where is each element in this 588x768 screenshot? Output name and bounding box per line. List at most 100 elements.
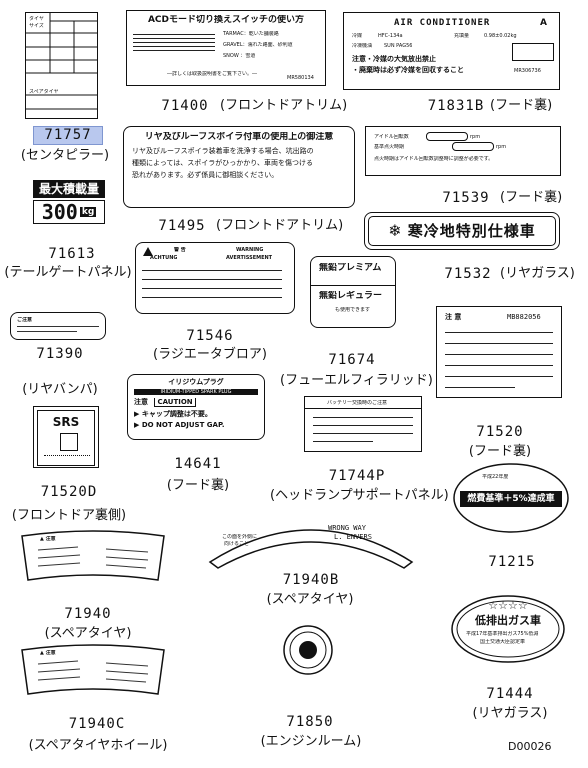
srs-decal: SRS [33, 406, 99, 468]
part-location-71744P: (ヘッドランプサポートパネル) [270, 488, 449, 503]
part-number-71674[interactable]: 71674 [328, 352, 376, 368]
part-location-71546: (ラジエータブロア) [153, 347, 267, 362]
spare-wheel-arc-head: ▲ 注意 [40, 650, 56, 656]
part-location-14641: (フード裏) [166, 478, 230, 493]
max-load-title: 最大積載量 [33, 180, 105, 198]
spark-plug-decal: イリジウムプラグ IRIDIUM-TIPPED SPARK PLUG 注意 CA… [127, 374, 265, 440]
part-number-71520[interactable]: 71520 [476, 424, 524, 440]
part-location-71400: (フロントドアトリム) [220, 98, 348, 113]
part-number-71613[interactable]: 71613 [48, 246, 96, 262]
air-conditioner-decal: AIR CONDITIONER A 冷媒 HFC-134a 充填量 0.98±0… [343, 12, 560, 90]
warning-triangle-icon [143, 247, 153, 256]
tire-info-placard: タイヤ サイズ スペアタイヤ [25, 12, 98, 119]
part-number-71940B[interactable]: 71940B [282, 572, 340, 588]
battery-title: バッテリー交換時のご注意 [327, 400, 388, 406]
part-number-71546[interactable]: 71546 [186, 328, 234, 344]
tire-placard-title-1: タイヤ [29, 16, 44, 22]
idle-unit-1: rpm [470, 134, 481, 140]
part-location-71831B: (フード裏) [490, 98, 553, 113]
spark-line-1: ▶ キャップ調整は不要。 [134, 410, 212, 418]
idle-line-1: アイドル回転数 [374, 134, 409, 140]
part-number-71495[interactable]: 71495 [158, 218, 206, 234]
part-number-71444[interactable]: 71444 [486, 686, 534, 702]
ac-amount: 0.98±0.02kg [484, 33, 517, 39]
caution-sheet-title: 注 意 [445, 313, 462, 321]
warning-en: WARNING [236, 247, 264, 253]
warning-de: ACHTUNG [150, 255, 178, 261]
spoiler-body-2: 種類によっては、スポイラがひっかかり、車両を傷つける [132, 159, 314, 167]
part-number-14641[interactable]: 14641 [174, 456, 222, 472]
spare-wheel-arc-decal: ▲ 注意 [18, 642, 168, 698]
spoiler-caution-decal: リヤ及びルーフスポイラ付車の使用上の御注意 リヤ及びルーフスポイラ装着車を洗浄す… [123, 126, 355, 208]
acd-tarmac: TARMAC：乾いた舗装路 [223, 31, 279, 37]
tire-placard-title-2: サイズ [29, 23, 44, 29]
part-number-71532[interactable]: 71532 [444, 266, 492, 282]
acd-snow: SNOW ：雪道 [223, 53, 256, 59]
hood-caution-sheet: 注 意 MB882056 [436, 306, 562, 398]
acd-title: ACDモード切り換えスイッチの使い方 [147, 15, 305, 25]
part-number-71400[interactable]: 71400 [161, 98, 209, 114]
cold-climate-decal: ❄ 寒冷地特別仕様車 [364, 212, 560, 250]
part-location-71674: (フューエルフィラリッド) [280, 373, 433, 388]
part-location-71940B: (スペアタイヤ) [266, 592, 354, 607]
part-location-71495: (フロントドアトリム) [216, 218, 344, 233]
low-emission-stars: ☆☆☆☆ [488, 599, 528, 612]
spark-line-2: ▶ DO NOT ADJUST GAP. [134, 421, 225, 429]
engine-room-cap [282, 624, 334, 676]
low-emission-title: 低排出ガス車 [475, 614, 541, 627]
part-location-71757: (センタピラー) [20, 148, 110, 163]
max-load-unit: kg [79, 207, 97, 217]
part-number-71390[interactable]: 71390 [36, 346, 84, 362]
part-number-71940C[interactable]: 71940C [68, 716, 126, 732]
ac-amount-label: 充填量 [454, 33, 470, 39]
snowflake-icon: ❄ [388, 221, 402, 240]
part-number-71215[interactable]: 71215 [488, 554, 536, 570]
part-number-71757[interactable]: 71757 [33, 126, 103, 145]
diagram-code: D00026 [508, 740, 552, 753]
max-load-decal: 最大積載量 300 kg [33, 180, 105, 224]
low-emission-decal: ☆☆☆☆ 低排出ガス車 平成17年基準排出ガス75%低減 国土交通大臣認定車 [450, 594, 566, 664]
warning-fr: AVERTISSEMENT [226, 255, 273, 261]
part-number-71850[interactable]: 71850 [286, 714, 334, 730]
ac-blank-box [512, 43, 554, 61]
ac-warning-2: ・廃棄時は必ず冷媒を回収すること [352, 66, 464, 74]
part-number-71520D[interactable]: 71520D [40, 484, 98, 500]
part-location-71613: (テールゲートパネル) [4, 265, 132, 280]
ac-oil: SUN PAG56 [384, 43, 413, 49]
srs-text: SRS [52, 415, 80, 429]
spoiler-body-1: リヤ及びルーフスポイラ装着車を洗浄する場合、坑出路の [132, 147, 314, 155]
max-load-value: 300 [41, 200, 78, 224]
part-location-71520: (フード裏) [468, 444, 532, 459]
part-number-71831B[interactable]: 71831B [427, 98, 485, 114]
part-number-71940[interactable]: 71940 [64, 606, 112, 622]
spark-caution: CAUTION [154, 398, 196, 407]
tire-placard-grid [26, 13, 97, 110]
fuel-economy-decal: 平成22年度 燃費基準＋5%達成車 [452, 462, 570, 534]
spare-tire-arc-decal: ▲ 注意 [18, 528, 168, 584]
fuel-economy-year: 平成22年度 [482, 474, 509, 480]
part-location-71520D: (フロントドア裏側) [11, 508, 127, 523]
part-number-71744P[interactable]: 71744P [328, 468, 386, 484]
ac-title: AIR CONDITIONER [394, 18, 491, 28]
spark-title: イリジウムプラグ [168, 378, 224, 386]
rear-bumper-caution-decal: ご注意 [10, 312, 106, 340]
wrong-way-jp-1: この面を外側に [222, 534, 258, 540]
rear-bumper-caution-title: ご注意 [17, 317, 33, 323]
warning-jp: 警 告 [174, 247, 186, 253]
spark-en: IRIDIUM-TIPPED SPARK PLUG [134, 389, 258, 395]
part-location-71539: (フード裏) [500, 190, 563, 205]
idle-line-2: 基準点火時期 [374, 144, 405, 150]
cold-climate-text: 寒冷地特別仕様車 [407, 222, 536, 240]
part-number-71539[interactable]: 71539 [442, 190, 490, 206]
tire-placard-spare: スペアタイヤ [29, 89, 59, 95]
radiator-warning-decal: 警 告 WARNING ACHTUNG AVERTISSEMENT [135, 242, 295, 314]
spoiler-body-3: 恐れがあります。必ず係員に御相談ください。 [132, 171, 279, 179]
spark-caution-jp: 注意 [134, 398, 148, 406]
spoiler-title: リヤ及びルーフスポイラ付車の使用上の御注意 [144, 132, 334, 142]
ac-code: MR306736 [514, 68, 541, 74]
fuel-note: も使用できます [335, 307, 371, 313]
part-location-71532: (リヤガラス) [500, 266, 575, 281]
idle-unit-2: rpm [496, 144, 507, 150]
idle-note: 点火時期はアイドル回転数調整時に調整が必要です。 [374, 156, 494, 162]
wrong-way-en-1: WRONG WAY [328, 524, 366, 532]
